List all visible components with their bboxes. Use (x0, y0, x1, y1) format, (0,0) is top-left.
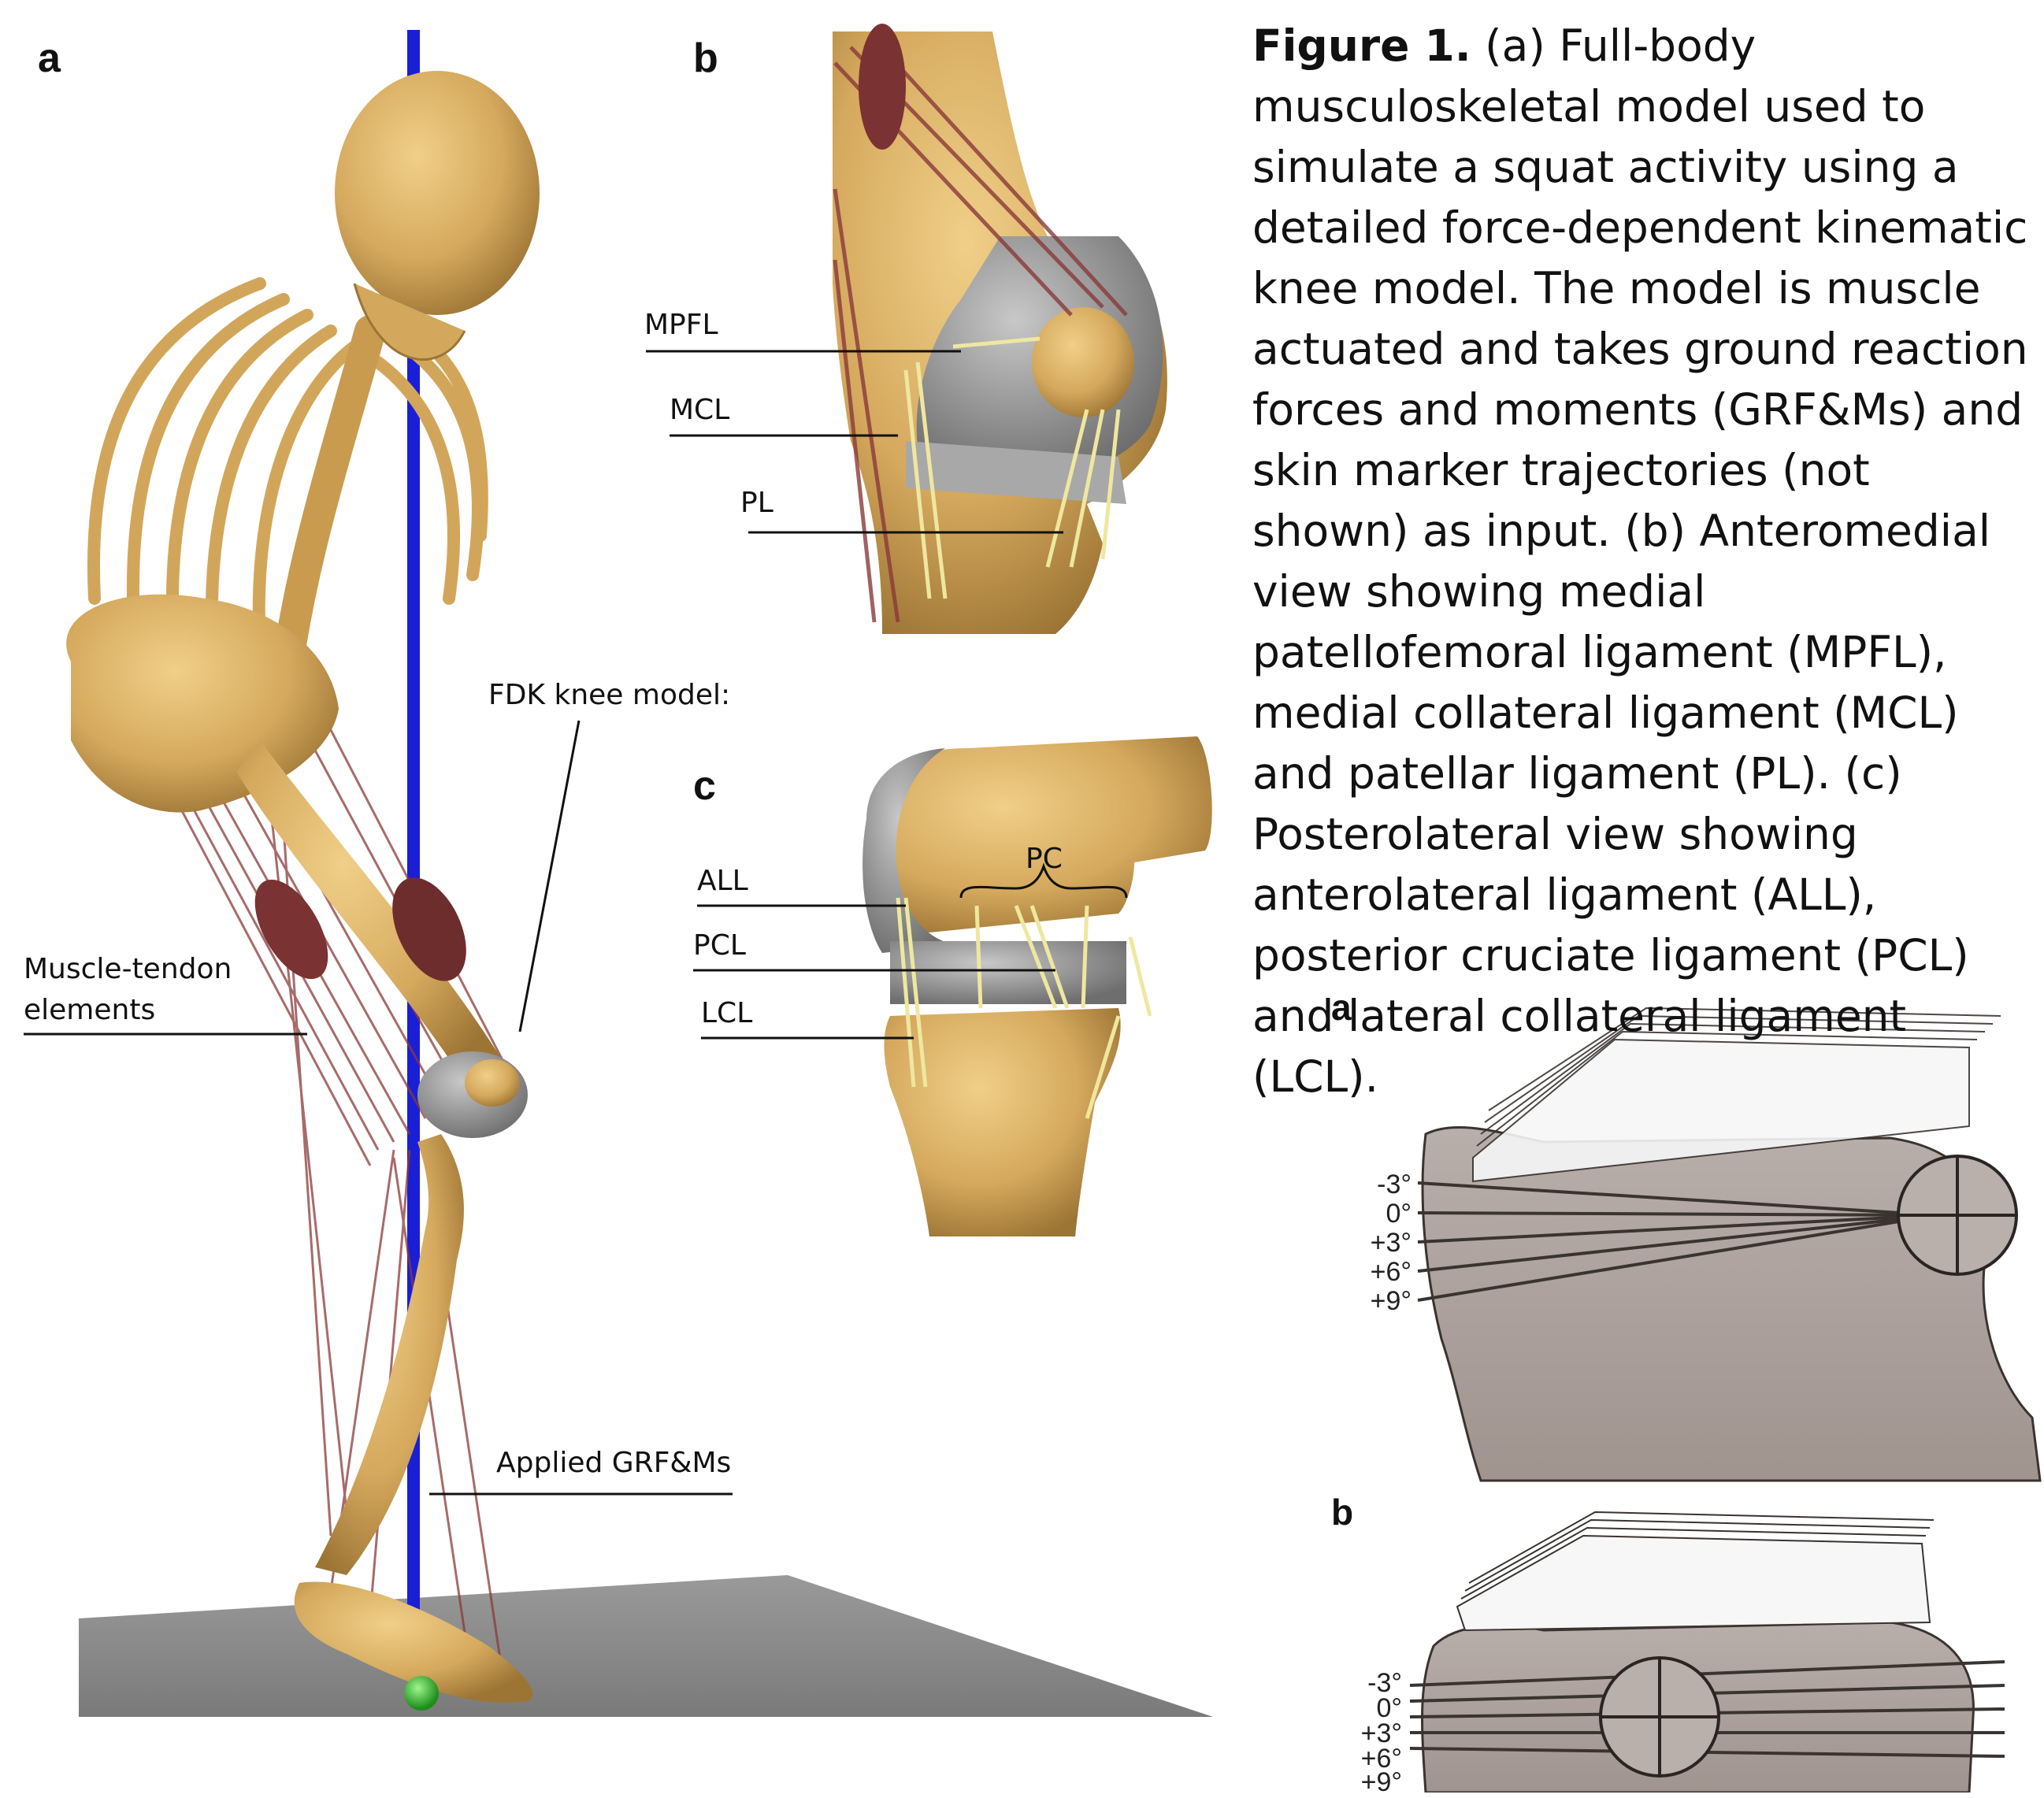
figure-caption: Figure 1. (a) Full-body musculoskeletal … (1252, 16, 2032, 1107)
angle-a-0: 0° (1348, 1199, 1412, 1229)
angle-a-plus9: +9° (1348, 1286, 1412, 1317)
label-muscle-tendon-2: elements (24, 994, 155, 1026)
right-panel-a-letter: a (1331, 986, 1352, 1029)
caption-title: Figure 1. (1252, 20, 1471, 71)
panel-c-letter: c (693, 762, 716, 810)
angle-a-minus3: -3° (1348, 1170, 1412, 1200)
panel-c-image (862, 736, 1212, 1236)
angle-a-plus3: +3° (1348, 1228, 1412, 1259)
label-applied-grf: Applied GRF&Ms (496, 1447, 731, 1479)
angle-a-plus6: +6° (1348, 1257, 1412, 1288)
ground-plane (79, 1575, 1213, 1717)
tibia (315, 1134, 464, 1575)
label-pc: PC (1026, 843, 1063, 875)
label-mcl: MCL (670, 394, 729, 426)
right-panel-b-letter: b (1331, 1491, 1353, 1533)
angle-b-plus9: +9° (1339, 1767, 1402, 1798)
label-pl: PL (740, 487, 773, 519)
panel-a-letter: a (38, 35, 61, 82)
panel-b-letter: b (693, 35, 718, 82)
caption-text: (a) Full-body musculoskeletal model used… (1252, 20, 2028, 1102)
label-lcl: LCL (701, 997, 752, 1029)
panel-b-image (833, 24, 1167, 636)
right-panel-b-image (1410, 1512, 2005, 1792)
label-mpfl: MPFL (644, 309, 718, 341)
label-pcl: PCL (693, 929, 746, 962)
label-muscle-tendon-1: Muscle-tendon (24, 953, 232, 985)
skull (335, 71, 540, 315)
cop-marker (404, 1676, 439, 1711)
label-all: ALL (697, 865, 748, 897)
label-fdk-knee: FDK knee model: (488, 679, 730, 711)
